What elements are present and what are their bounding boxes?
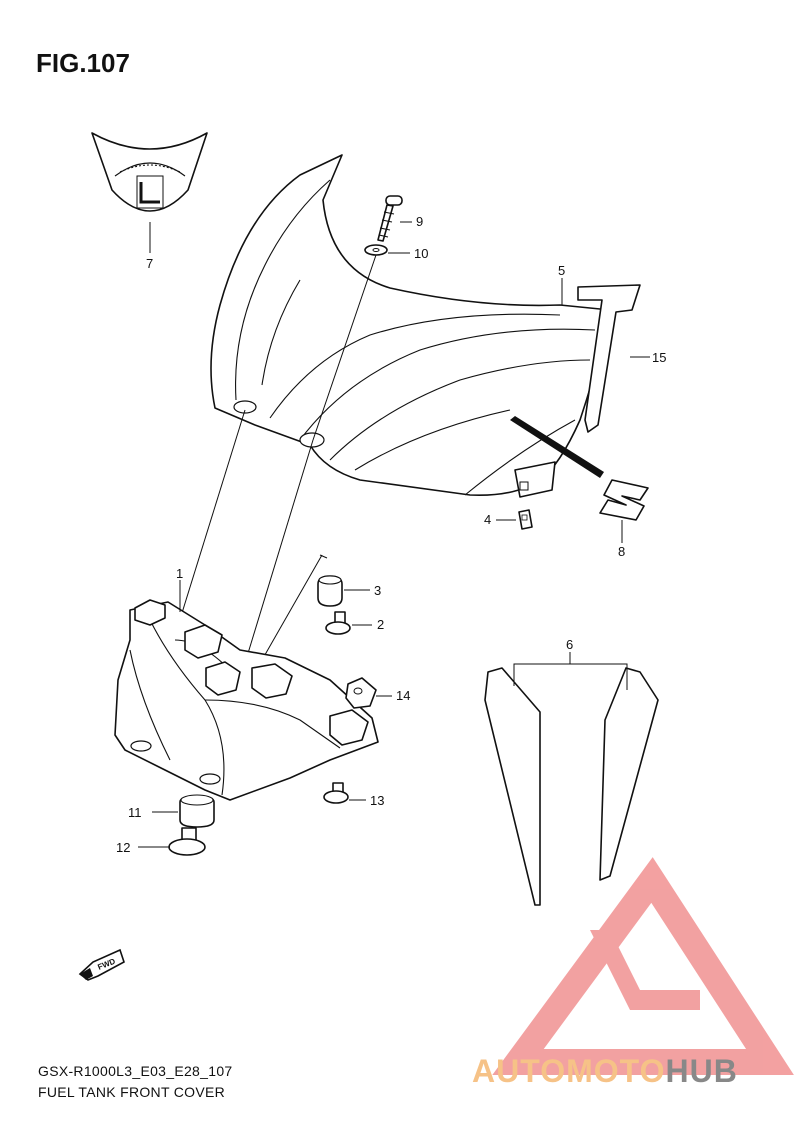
figure-title: FIG.107: [36, 48, 130, 78]
part-9-screw: [377, 195, 412, 242]
callout-labels: 1 2 3 4 5 6 7 8 9 10 11 12 13 14 15: [116, 214, 666, 855]
callout-15: 15: [652, 350, 666, 365]
automotohub-watermark: AUTOMOTOHUB: [472, 857, 794, 1089]
callout-13: 13: [370, 793, 384, 808]
part-3-grommet: [317, 575, 370, 607]
callout-7: 7: [146, 256, 153, 271]
callout-6: 6: [566, 637, 573, 652]
callout-2: 2: [377, 617, 384, 632]
callout-14: 14: [396, 688, 410, 703]
part-4-clip-nut: [496, 509, 533, 530]
footer-name: FUEL TANK FRONT COVER: [38, 1084, 226, 1100]
footer-code: GSX-R1000L3_E03_E28_107: [38, 1063, 233, 1079]
watermark-text-automoto: AUTOMOTO: [472, 1053, 665, 1089]
callout-12: 12: [116, 840, 130, 855]
part-12-collar: [138, 827, 206, 856]
part-1-inner-panel: [114, 580, 379, 801]
callout-4: 4: [484, 512, 491, 527]
part-2-collar: [325, 611, 372, 635]
part-8-s-emblem: [599, 479, 649, 543]
watermark-text-hub: HUB: [665, 1053, 737, 1089]
fwd-direction-marker: FWD: [78, 948, 125, 981]
part-7-emblem-decal: [91, 132, 208, 253]
callout-1: 1: [176, 566, 183, 581]
svg-text:AUTOMOTOHUB: AUTOMOTOHUB: [472, 1053, 738, 1089]
callout-3: 3: [374, 583, 381, 598]
callout-10: 10: [414, 246, 428, 261]
callout-9: 9: [416, 214, 423, 229]
part-15-trim-strip: [577, 284, 650, 433]
part-5-fuel-tank-front-cover: [210, 154, 611, 498]
part-10-washer: [364, 244, 410, 256]
callout-11: 11: [128, 805, 142, 820]
callout-5: 5: [558, 263, 565, 278]
callout-8: 8: [618, 544, 625, 559]
part-6-decal-pair: [484, 652, 659, 906]
part-11-grommet: [152, 794, 215, 828]
part-14-clip-nut: [345, 677, 392, 709]
part-13-collar: [323, 782, 366, 804]
